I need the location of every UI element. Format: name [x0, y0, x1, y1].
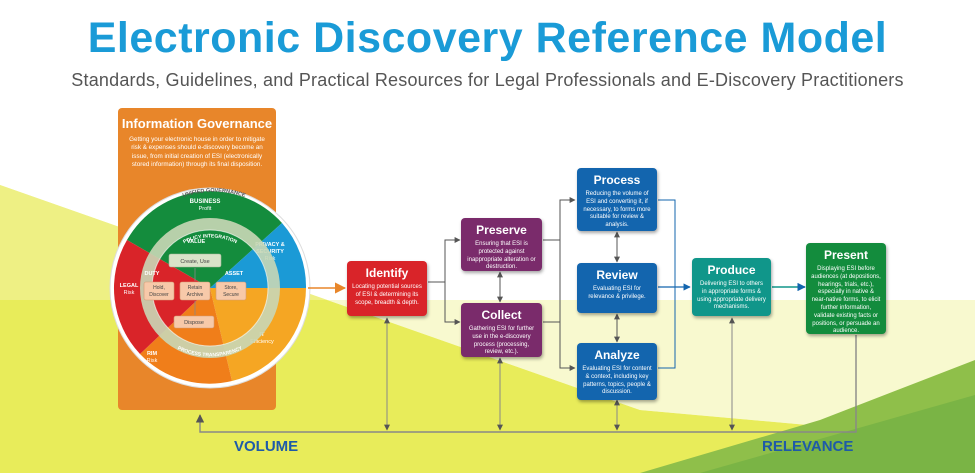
- produce-title: Produce: [707, 263, 756, 277]
- rim-label: RIM: [147, 351, 158, 357]
- identify-title: Identify: [365, 266, 409, 280]
- present-desc: Displaying ESI before audiences (at depo…: [811, 266, 881, 335]
- value-label: VALUE: [187, 239, 206, 245]
- analyze-desc: Evaluating ESI for content & context, in…: [582, 366, 652, 396]
- review-box[interactable]: Review Evaluating ESI for relevance & pr…: [577, 263, 657, 313]
- it-sub: Efficiency: [250, 339, 274, 345]
- collect-title: Collect: [481, 308, 522, 322]
- store-label: Store,: [224, 285, 237, 291]
- it-label: IT: [260, 332, 266, 338]
- page-title: Electronic Discovery Reference Model: [87, 14, 888, 62]
- produce-desc: Delivering ESI to others in appropriate …: [697, 281, 766, 311]
- rim-sub: Risk: [147, 358, 158, 364]
- produce-box[interactable]: Produce Delivering ESI to others in appr…: [692, 258, 771, 316]
- business-sub: Profit: [199, 206, 212, 212]
- archive-label: Archive: [187, 292, 204, 298]
- analyze-title: Analyze: [594, 348, 640, 362]
- identify-desc: Locating potential sources of ESI & dete…: [352, 284, 422, 306]
- asset-label: ASSET: [225, 271, 244, 277]
- legal-sub: Risk: [124, 290, 135, 296]
- page-subtitle: Standards, Guidelines, and Practical Res…: [71, 70, 904, 90]
- preserve-desc: Ensuring that ESI is protected against i…: [467, 241, 536, 271]
- privacy-label: PRIVACY &: [255, 242, 284, 248]
- legal-label: LEGAL: [120, 283, 139, 289]
- policy-integration-label: POLICY INTEGRATION: [182, 233, 238, 245]
- analyze-box[interactable]: Analyze Evaluating ESI for content & con…: [577, 343, 657, 400]
- svg-text:POLICY INTEGRATION: POLICY INTEGRATION: [182, 233, 238, 245]
- create-use-box: Create, Use: [180, 259, 209, 265]
- segment-rim: [140, 288, 232, 384]
- duty-label: DUTY: [145, 271, 160, 277]
- review-desc: Evaluating ESI for relevance & privilege…: [588, 286, 646, 300]
- retain-label: Retain: [188, 285, 203, 291]
- preserve-title: Preserve: [476, 223, 527, 237]
- information-governance-title: Information Governance: [121, 116, 273, 131]
- identify-box[interactable]: Identify Locating potential sources of E…: [347, 261, 427, 316]
- business-label: BUSINESS: [190, 199, 221, 205]
- dispose-box: Dispose: [184, 320, 204, 326]
- volume-label: VOLUME: [234, 438, 299, 455]
- segment-business: [127, 191, 282, 288]
- preserve-box[interactable]: Preserve Ensuring that ESI is protected …: [461, 218, 542, 271]
- collect-desc: Gathering ESI for further use in the e-d…: [468, 326, 535, 356]
- process-box[interactable]: Process Reducing the volume of ESI and c…: [577, 168, 657, 231]
- information-governance-description: Getting your electronic house in order t…: [129, 136, 265, 169]
- privacy-label-2: SECURITY: [256, 249, 284, 255]
- unified-governance-label: UNIFIED GOVERNANCE: [182, 188, 247, 199]
- review-title: Review: [596, 268, 638, 282]
- svg-text:UNIFIED GOVERNANCE: UNIFIED GOVERNANCE: [182, 188, 247, 199]
- hold-label: Hold,: [153, 285, 165, 291]
- process-title: Process: [593, 173, 641, 187]
- present-title: Present: [823, 248, 869, 262]
- discover-label: Discover: [149, 292, 169, 298]
- relevance-label: RELEVANCE: [762, 438, 854, 455]
- collect-box[interactable]: Collect Gathering ESI for further use in…: [461, 303, 542, 357]
- secure-label: Secure: [223, 292, 239, 298]
- present-box[interactable]: Present Displaying ESI before audiences …: [806, 243, 886, 334]
- process-desc: Reducing the volume of ESI and convertin…: [583, 191, 651, 229]
